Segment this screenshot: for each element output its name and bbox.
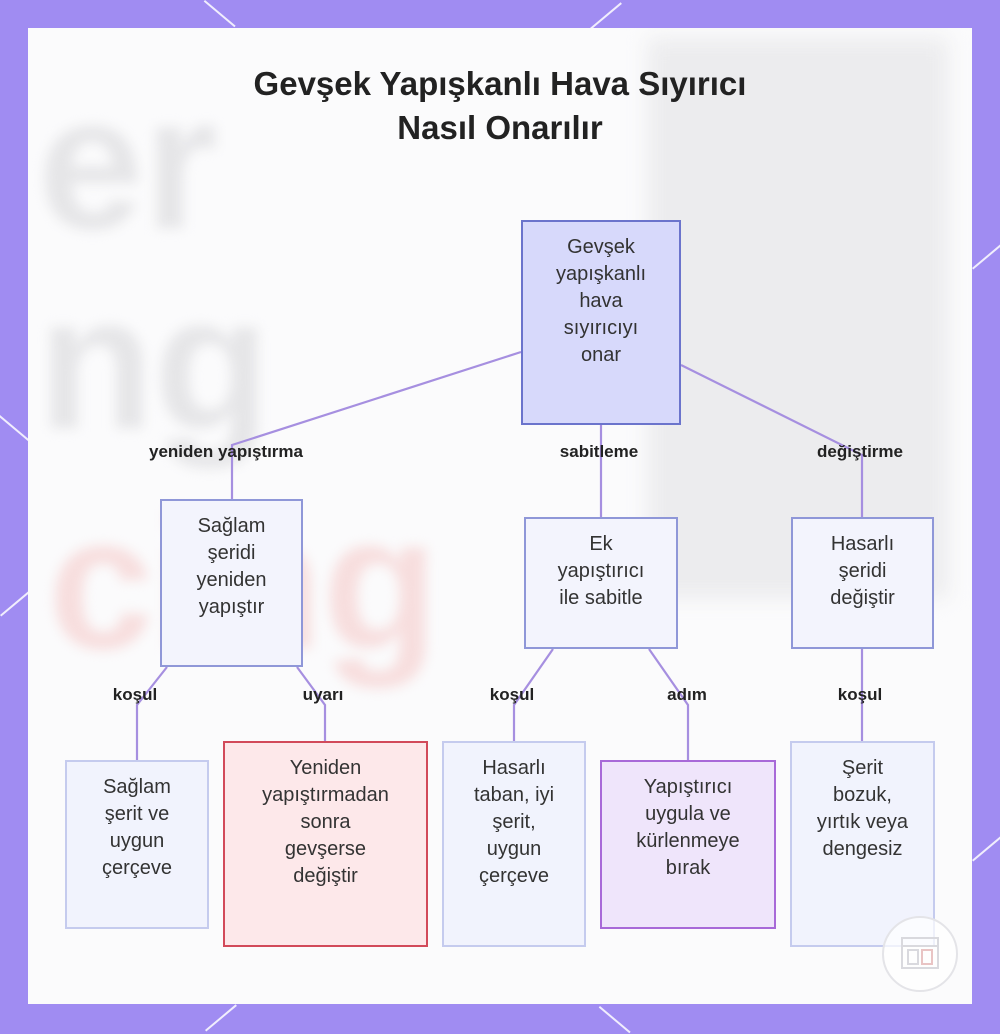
node-text: bozuk, [833, 784, 892, 806]
node-text: Hasarlı [830, 533, 895, 555]
edge-label-reattach-warning: uyarı [302, 685, 344, 704]
edge-label-replace-condition: koşul [837, 685, 883, 704]
node-text: gevşerse [284, 838, 367, 860]
background-image: ng [38, 257, 271, 469]
edge-fix-condition [512, 648, 554, 741]
node-replace: Hasarlı şeridi değiştir [791, 517, 934, 649]
edge-fix-step [648, 648, 690, 760]
node-text: Sağlam [197, 515, 266, 537]
node-text: sıyırıcıyı [563, 317, 639, 339]
node-text: yapıştır [198, 596, 265, 618]
page-title: Gevşek Yapışkanlı Hava Sıyırıcı Nasıl On… [0, 62, 1000, 150]
node-text: Şerit [841, 757, 884, 779]
node-text: değiştir [830, 587, 895, 609]
node-text: ile sabitle [559, 587, 643, 609]
node-fix-step: Yapıştırıcı uygula ve kürlenmeye bırak [600, 760, 776, 929]
node-text: hava [579, 290, 623, 312]
edge-label-fix: sabitleme [559, 442, 639, 461]
edge-reattach-condition [135, 666, 168, 760]
node-fix: Ek yapıştırıcı ile sabitle [524, 517, 678, 649]
node-text: sonra [300, 811, 351, 833]
node-text: çerçeve [101, 857, 173, 879]
node-fix-condition: Hasarlı taban, iyi şerit, uygun çerçeve [442, 741, 586, 947]
logo-watermark-icon [882, 916, 958, 992]
edge-label-replace: değiştirme [817, 442, 903, 461]
node-text: yapıştırıcı [557, 560, 645, 582]
edge-replace [680, 364, 864, 517]
background-image [648, 38, 948, 598]
node-text: çerçeve [478, 865, 550, 887]
node-root: Gevşek yapışkanlı hava sıyırıcıyı onar [521, 220, 681, 425]
title-line-1: Gevşek Yapışkanlı Hava Sıyırıcı [253, 65, 747, 102]
background-image: er [38, 57, 218, 269]
node-text: Gevşek [567, 236, 635, 258]
node-text: dengesiz [822, 838, 903, 860]
node-text: Ek [589, 533, 613, 555]
node-text: yapışkanlı [555, 263, 647, 285]
node-reattach-warning: Yeniden yapıştırmadan sonra gevşerse değ… [223, 741, 428, 947]
node-text: Yapıştırıcı [643, 776, 733, 798]
edge-label-reattach: yeniden yapıştırma [148, 442, 304, 461]
node-text: onar [580, 344, 622, 366]
node-reattach: Sağlam şeridi yeniden yapıştır [160, 499, 303, 667]
node-text: kürlenmeye [636, 830, 740, 852]
edge-label-reattach-condition: koşul [112, 685, 158, 704]
title-line-2: Nasıl Onarılır [397, 109, 603, 146]
node-text: şeridi [207, 542, 256, 564]
node-replace-condition: Şerit bozuk, yırtık veya dengesiz [790, 741, 935, 947]
node-text: taban, iyi [473, 784, 555, 806]
node-text: şerit, [492, 811, 536, 833]
node-text: Hasarlı [482, 757, 546, 779]
node-text: değiştir [293, 865, 358, 887]
node-text: uygula ve [645, 803, 731, 825]
node-text: bırak [665, 857, 711, 879]
edge-reattach-warning [296, 666, 327, 741]
node-text: şeridi [838, 560, 887, 582]
node-text: uygun [486, 838, 542, 860]
node-text: şerit ve [104, 803, 170, 825]
node-text: uygun [109, 830, 165, 852]
node-text: Yeniden [289, 757, 362, 779]
edge-label-fix-condition: koşul [489, 685, 535, 704]
edge-label-fix-step: adım [667, 685, 707, 704]
node-reattach-condition: Sağlam şerit ve uygun çerçeve [65, 760, 209, 929]
node-text: yırtık veya [816, 811, 909, 833]
edge-reattach [230, 350, 522, 499]
node-text: Sağlam [103, 776, 171, 798]
node-text: yeniden [196, 569, 267, 591]
node-text: yapıştırmadan [262, 784, 389, 806]
